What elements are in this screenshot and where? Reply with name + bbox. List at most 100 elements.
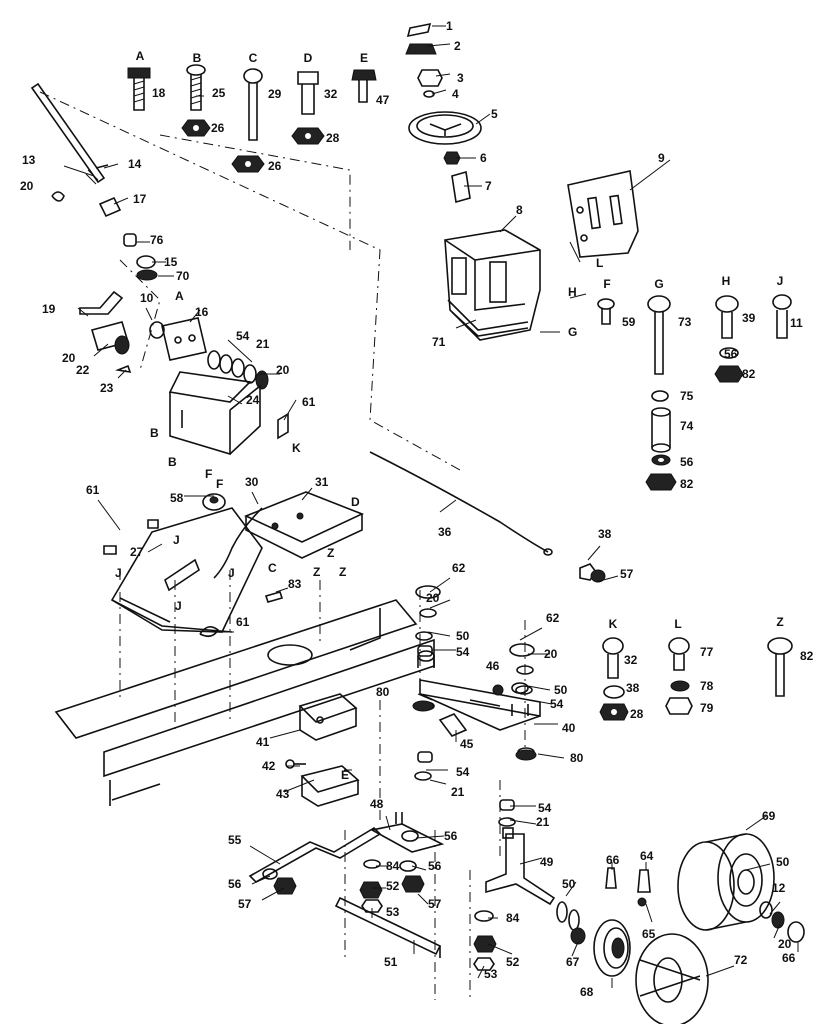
bolt-C-29 <box>243 68 263 141</box>
header-A: A <box>136 49 145 63</box>
callout-56-arm-lower: 56 <box>428 859 442 873</box>
callout-68: 68 <box>580 985 594 999</box>
ref-E-bracket: E <box>341 768 349 782</box>
ref-D-plate: D <box>351 495 360 509</box>
callout-19: 19 <box>42 302 56 316</box>
lockwasher-K-38 <box>603 685 625 699</box>
dash-tower <box>444 229 541 341</box>
callout-38-cable: 38 <box>598 527 612 541</box>
callout-58: 58 <box>170 491 184 505</box>
ref-J-c: J <box>228 566 235 580</box>
callout-50-wheel: 50 <box>776 855 790 869</box>
callout-80-right: 80 <box>570 751 584 765</box>
callout-28-D: 28 <box>326 131 340 145</box>
ref-Z-c: Z <box>339 565 346 579</box>
callout-24: 24 <box>246 393 260 407</box>
bushing-10 <box>149 321 165 339</box>
callout-2: 2 <box>454 39 461 53</box>
callout-45: 45 <box>460 737 474 751</box>
callout-36: 36 <box>438 525 452 539</box>
callout-57-link: 57 <box>238 897 252 911</box>
callout-54-axle-lower: 54 <box>456 765 470 779</box>
nut-B-26 <box>181 119 211 137</box>
header-G: G <box>654 277 663 291</box>
callout-84-spindle: 84 <box>506 911 520 925</box>
spacer-45 <box>438 713 468 737</box>
platform-27 <box>110 507 263 633</box>
callout-32-K: 32 <box>624 653 638 667</box>
callout-54-bracket: 54 <box>236 329 250 343</box>
washer-21-axle <box>414 771 516 827</box>
washer-75 <box>651 390 669 402</box>
nut-K-28 <box>599 703 629 721</box>
spacer-74 <box>651 407 671 453</box>
ref-F-a: F <box>205 467 212 481</box>
callout-51: 51 <box>384 955 398 969</box>
callout-20-bracket: 20 <box>276 363 290 377</box>
callout-82-G: 82 <box>680 477 694 491</box>
ref-B-lower: B <box>168 455 177 469</box>
callout-21-bracket: 21 <box>256 337 270 351</box>
washer-56-arm <box>399 830 419 872</box>
callout-55: 55 <box>228 833 242 847</box>
header-K: K <box>609 617 618 631</box>
pivot-22 <box>90 321 130 355</box>
bolt-K-32 <box>602 637 624 679</box>
callout-69: 69 <box>762 809 776 823</box>
callout-61-top: 61 <box>302 395 316 409</box>
callout-61-left: 61 <box>86 483 100 497</box>
bracket-41 <box>298 693 358 741</box>
callout-82-H: 82 <box>742 367 756 381</box>
pin-14 <box>95 164 109 169</box>
ref-L-plate: L <box>596 256 603 270</box>
callout-7: 7 <box>485 179 492 193</box>
callout-6: 6 <box>480 151 487 165</box>
panel-9 <box>567 170 639 258</box>
cable-36 <box>369 451 553 556</box>
bushing-76 <box>123 233 137 247</box>
frame <box>54 599 435 806</box>
header-Z: Z <box>776 615 783 629</box>
callout-46: 46 <box>486 659 500 673</box>
pin-23 <box>115 364 132 374</box>
callout-57-cable: 57 <box>620 567 634 581</box>
washer-20-hub <box>771 911 785 929</box>
callout-20-top: 20 <box>20 179 34 193</box>
callout-30: 30 <box>245 475 259 489</box>
wheel-69 <box>677 833 775 931</box>
callout-20-hub: 20 <box>778 937 792 951</box>
callout-4: 4 <box>452 87 459 101</box>
callout-82-Z: 82 <box>800 649 814 663</box>
callout-56-G: 56 <box>680 455 694 469</box>
ref-J-a: J <box>173 533 180 547</box>
callout-14: 14 <box>128 157 142 171</box>
lever-13 <box>30 82 106 185</box>
ref-J-b: J <box>115 566 122 580</box>
callout-66-fitting: 66 <box>606 853 620 867</box>
nut-52-arm <box>359 881 383 899</box>
nut-82-G <box>645 473 677 491</box>
callout-21-spindle: 21 <box>536 815 550 829</box>
steering-assembly <box>405 22 482 204</box>
callout-1: 1 <box>446 19 453 33</box>
bolt-E-47 <box>351 69 377 103</box>
callout-50-axle-left: 50 <box>456 629 470 643</box>
callout-54-axle-left: 54 <box>456 645 470 659</box>
washer-stack-21 <box>207 350 269 390</box>
callout-39: 39 <box>742 311 756 325</box>
callout-21-axle: 21 <box>451 785 465 799</box>
bolt-83 <box>264 591 284 603</box>
callout-56-H: 56 <box>724 347 738 361</box>
callout-59: 59 <box>622 315 636 329</box>
bolt-G-73 <box>647 295 671 375</box>
callout-43: 43 <box>276 787 290 801</box>
callout-62-right: 62 <box>546 611 560 625</box>
ref-G-tower: G <box>568 325 577 339</box>
callout-74: 74 <box>680 419 694 433</box>
callout-52-spindle: 52 <box>506 955 520 969</box>
washer-56-link <box>262 868 278 880</box>
ref-F-b: F <box>216 477 223 491</box>
ref-J-d: J <box>175 599 182 613</box>
clip-61-top <box>277 412 289 440</box>
washer-57-cable <box>590 569 606 583</box>
